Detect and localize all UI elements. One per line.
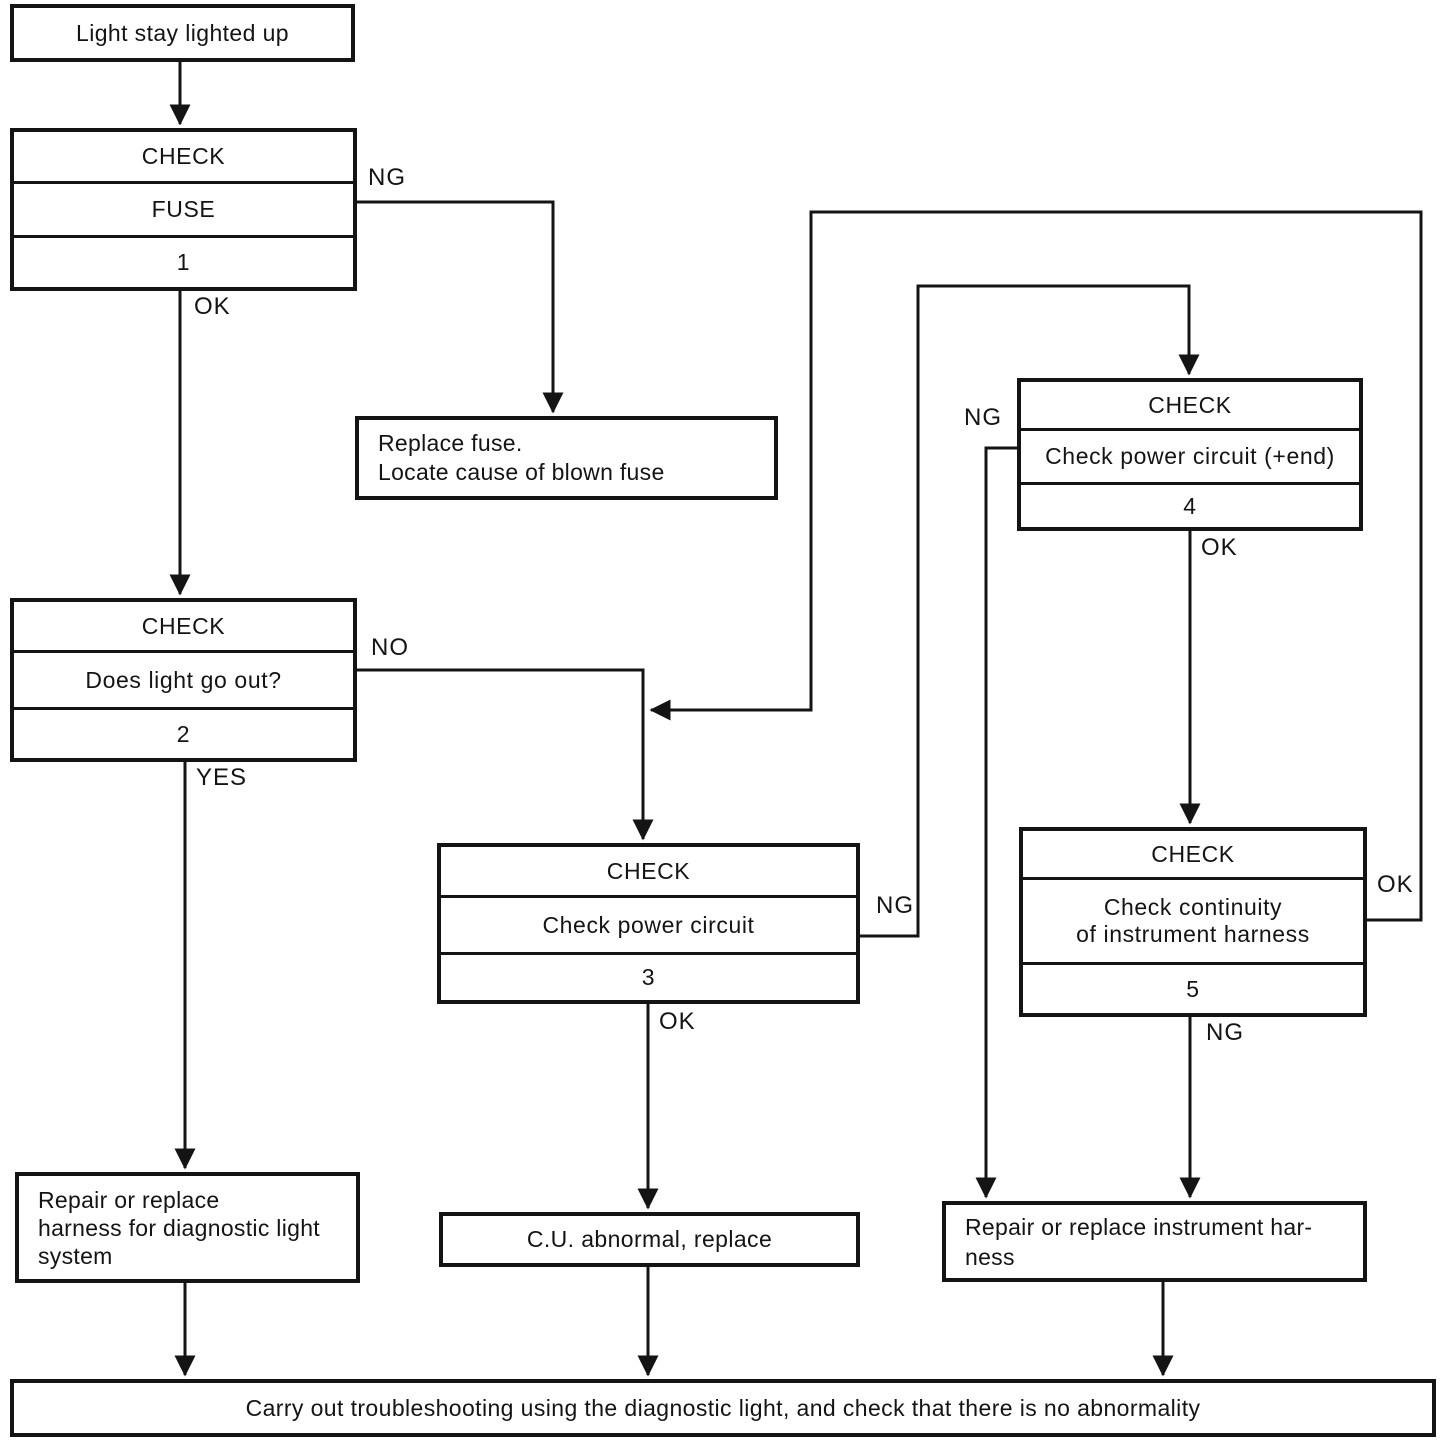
check1-ok-label: OK xyxy=(194,293,231,320)
check3-header: CHECK xyxy=(606,857,691,884)
repair-instrument-harness-label: Repair or replace instrument har- ness xyxy=(965,1213,1313,1270)
check5-ok-label: OK xyxy=(1377,871,1414,898)
edge-check5-ok-feedback-to-check3 xyxy=(649,210,1423,922)
check1-ng-label: NG xyxy=(368,164,406,191)
start-box-label: Light stay lighted up xyxy=(76,19,289,46)
replace-fuse-box: Replace fuse. Locate cause of blown fuse xyxy=(355,416,778,500)
check2-step-number: 2 xyxy=(14,707,353,758)
check3-description: Check power circuit xyxy=(441,895,856,952)
check1-header: CHECK xyxy=(141,143,226,169)
check-box-1: CHECK FUSE 1 xyxy=(10,128,357,291)
check2-yes-label: YES xyxy=(196,764,248,791)
footer-bar: Carry out troubleshooting using the diag… xyxy=(10,1379,1436,1437)
check5-description: Check continuity of instrument harness xyxy=(1023,877,1363,962)
repair-diagnostic-harness-box: Repair or replace harness for diagnostic… xyxy=(15,1172,360,1283)
cu-abnormal-label: C.U. abnormal, replace xyxy=(526,1226,773,1252)
edge-check1-ng-to-replace-fuse xyxy=(357,200,564,414)
check4-ok-label: OK xyxy=(1201,534,1238,561)
check5-ng-label: NG xyxy=(1206,1019,1244,1046)
repair-diagnostic-harness-label: Repair or replace harness for diagnostic… xyxy=(38,1186,320,1269)
check3-ng-label: NG xyxy=(876,892,914,919)
check1-description: FUSE xyxy=(14,181,353,235)
check-box-2: CHECK Does light go out? 2 xyxy=(10,598,357,762)
edge-check3-ng-to-check4 xyxy=(860,284,1200,938)
check3-ok-label: OK xyxy=(659,1008,696,1035)
footer-label: Carry out troubleshooting using the diag… xyxy=(245,1394,1201,1421)
replace-fuse-label: Replace fuse. Locate cause of blown fuse xyxy=(378,430,665,485)
repair-instrument-harness-box: Repair or replace instrument har- ness xyxy=(942,1201,1367,1282)
check5-header: CHECK xyxy=(1151,840,1235,867)
check1-step-number: 1 xyxy=(14,235,353,287)
check4-description: Check power circuit (+end) xyxy=(1021,428,1359,482)
check4-ng-label: NG xyxy=(964,404,1002,431)
edge-check4-ng-to-repair-instrument xyxy=(975,446,1017,1199)
check-box-5: CHECK Check continuity of instrument har… xyxy=(1019,827,1367,1017)
check2-no-label: NO xyxy=(371,634,409,661)
start-box: Light stay lighted up xyxy=(10,4,355,62)
check5-step-number: 5 xyxy=(1023,962,1363,1013)
check4-header: CHECK xyxy=(1148,391,1232,418)
check2-header: CHECK xyxy=(141,612,226,639)
check2-description: Does light go out? xyxy=(14,650,353,707)
check3-step-number: 3 xyxy=(441,952,856,1000)
check-box-4: CHECK Check power circuit (+end) 4 xyxy=(1017,378,1363,531)
edge-check2-no-to-check3 xyxy=(357,668,654,841)
check-box-3: CHECK Check power circuit 3 xyxy=(437,843,860,1004)
check4-step-number: 4 xyxy=(1021,482,1359,527)
cu-abnormal-box: C.U. abnormal, replace xyxy=(439,1212,860,1267)
